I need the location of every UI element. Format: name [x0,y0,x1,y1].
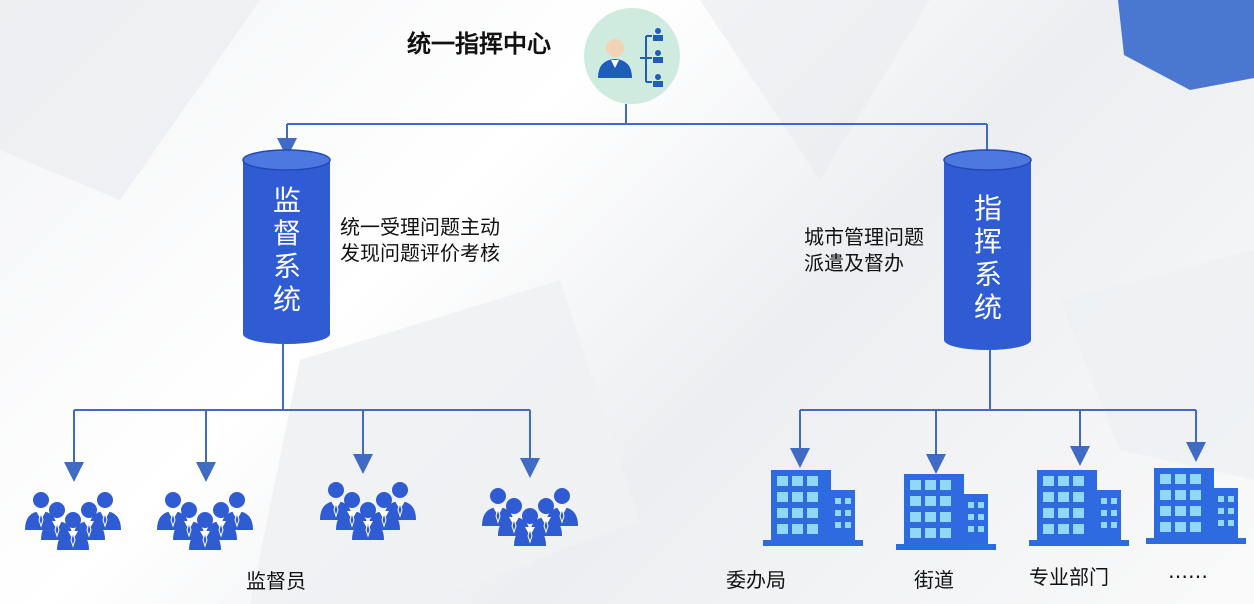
supervision-connectors [64,344,540,482]
center-title: 统一指挥中心 [407,30,551,58]
supervision-system-cylinder [242,149,331,344]
top-connectors [277,104,997,172]
center-icon [584,8,680,104]
command-system-cylinder [943,149,1032,350]
office-building-icon [896,474,996,550]
target-label-agencies: 委办局 [726,568,786,592]
group-of-people-icon [25,492,121,550]
target-label-streets: 街道 [914,568,954,592]
office-building-icon [1029,470,1129,546]
supervision-desc-line1: 统一受理问题主动 [340,215,500,239]
office-building-icon [1146,468,1246,544]
supervisor-group-label: 监督员 [246,569,306,593]
group-of-people-icon [482,488,578,546]
corner-hexagon-decoration [1118,0,1254,90]
supervision-desc-line2: 发现问题评价考核 [340,241,500,265]
command-desc-line1: 城市管理问题 [804,225,924,249]
group-of-people-icon [320,482,416,540]
office-building-icon [763,470,863,546]
group-of-people-icon [157,492,253,550]
command-connectors [790,350,1206,474]
supervision-system-name: 监 督 系 统 [272,184,301,316]
target-label-departments: 专业部门 [1029,565,1109,589]
command-desc-line2: 派遣及督办 [804,251,904,275]
org-chart-person-icon [598,39,632,78]
command-system-name: 指 挥 系 统 [973,192,1002,324]
target-label-more: …… [1168,559,1208,583]
